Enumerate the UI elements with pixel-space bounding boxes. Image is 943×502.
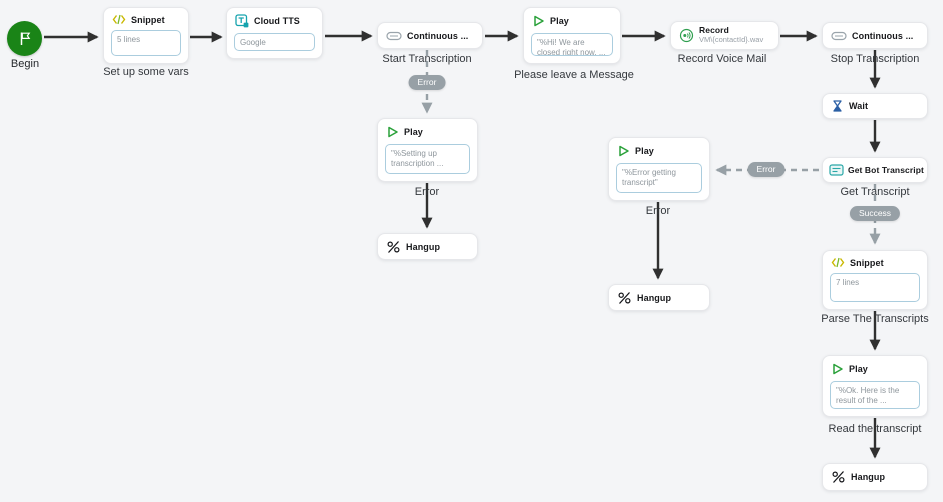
play-node-greeting[interactable]: Play "%Hi! We are closed right now, ... bbox=[523, 7, 621, 64]
node-title: Play bbox=[635, 146, 654, 156]
begin-label: Begin bbox=[10, 58, 40, 70]
play-node-result[interactable]: Play "%Ok. Here is the result of the ... bbox=[822, 355, 928, 417]
node-caption: Error bbox=[414, 186, 440, 198]
node-caption: Record Voice Mail bbox=[677, 53, 767, 65]
play-node-transcript-error[interactable]: Play "%Error getting transcript" bbox=[608, 137, 710, 201]
play-value-box[interactable]: "%Setting up transcription ... bbox=[385, 144, 470, 174]
hangup-phone-icon bbox=[831, 470, 846, 484]
transcript-icon bbox=[829, 164, 844, 176]
code-icon bbox=[831, 257, 845, 268]
code-icon bbox=[112, 14, 126, 25]
node-title: Cloud TTS bbox=[254, 16, 300, 26]
node-title: Hangup bbox=[406, 241, 441, 252]
node-caption: Set up some vars bbox=[103, 66, 189, 78]
play-triangle-icon bbox=[617, 144, 630, 158]
node-caption: Read the transcript bbox=[828, 423, 922, 435]
play-triangle-icon bbox=[532, 14, 545, 28]
node-title: Continuous ... bbox=[852, 30, 914, 41]
snippet-node-parse[interactable]: Snippet 7 lines bbox=[822, 250, 928, 310]
node-title: Wait bbox=[849, 101, 869, 111]
play-node-setup-error[interactable]: Play "%Setting up transcription ... bbox=[377, 118, 478, 182]
node-title: Continuous ... bbox=[407, 30, 469, 41]
node-title: Snippet bbox=[131, 14, 165, 25]
node-title: Hangup bbox=[637, 292, 672, 303]
node-caption: Error bbox=[645, 205, 671, 217]
success-badge[interactable]: Success bbox=[849, 206, 901, 221]
node-title: Play bbox=[849, 364, 868, 374]
play-triangle-icon bbox=[831, 362, 844, 376]
snippet-value-box[interactable]: 5 lines bbox=[111, 30, 181, 56]
node-title: Get Bot Transcript bbox=[848, 165, 924, 175]
record-filename: VM\{contactId}.wav bbox=[699, 35, 764, 45]
hangup-node-transcript-error[interactable]: Hangup bbox=[608, 284, 710, 311]
play-value-box[interactable]: "%Hi! We are closed right now, ... bbox=[531, 33, 613, 56]
pill-icon bbox=[831, 31, 847, 41]
snippet-node-setup-vars[interactable]: Snippet 5 lines bbox=[103, 7, 189, 64]
play-triangle-icon bbox=[386, 125, 399, 139]
snippet-value-box[interactable]: 7 lines bbox=[830, 273, 920, 302]
node-caption: Start Transcription bbox=[382, 53, 472, 65]
cloud-tts-node[interactable]: Cloud TTS Google bbox=[226, 7, 323, 59]
node-caption: Stop Transcription bbox=[830, 53, 920, 65]
node-title: Hangup bbox=[851, 472, 886, 482]
play-value-box[interactable]: "%Error getting transcript" bbox=[616, 163, 702, 193]
node-title: Play bbox=[550, 16, 569, 26]
hourglass-icon bbox=[831, 99, 844, 113]
play-value-box[interactable]: "%Ok. Here is the result of the ... bbox=[830, 381, 920, 409]
wait-node[interactable]: Wait bbox=[822, 93, 928, 119]
error-badge[interactable]: Error bbox=[408, 75, 446, 90]
text-to-speech-icon bbox=[235, 14, 249, 28]
error-badge[interactable]: Error bbox=[747, 162, 785, 177]
flag-icon bbox=[17, 30, 33, 47]
node-caption: Parse The Transcripts bbox=[821, 313, 929, 325]
hangup-phone-icon bbox=[386, 240, 401, 254]
node-title: Record bbox=[699, 25, 729, 36]
continuous-node-stop[interactable]: Continuous ... bbox=[822, 22, 928, 49]
hangup-node-setup-error[interactable]: Hangup bbox=[377, 233, 478, 260]
node-caption: Please leave a Message bbox=[514, 69, 634, 81]
get-bot-transcript-node[interactable]: Get Bot Transcript bbox=[822, 157, 928, 183]
continuous-node-start[interactable]: Continuous ... bbox=[377, 22, 483, 49]
node-caption: Get Transcript bbox=[840, 186, 910, 198]
audio-record-icon bbox=[679, 28, 694, 43]
hangup-phone-icon bbox=[617, 291, 632, 305]
tts-value-box[interactable]: Google bbox=[234, 33, 315, 51]
record-node[interactable]: Record VM\{contactId}.wav bbox=[670, 21, 779, 50]
node-title: Play bbox=[404, 127, 423, 137]
hangup-node-main[interactable]: Hangup bbox=[822, 463, 928, 491]
pill-icon bbox=[386, 31, 402, 41]
begin-node[interactable] bbox=[7, 21, 42, 56]
node-title: Snippet bbox=[850, 257, 884, 268]
